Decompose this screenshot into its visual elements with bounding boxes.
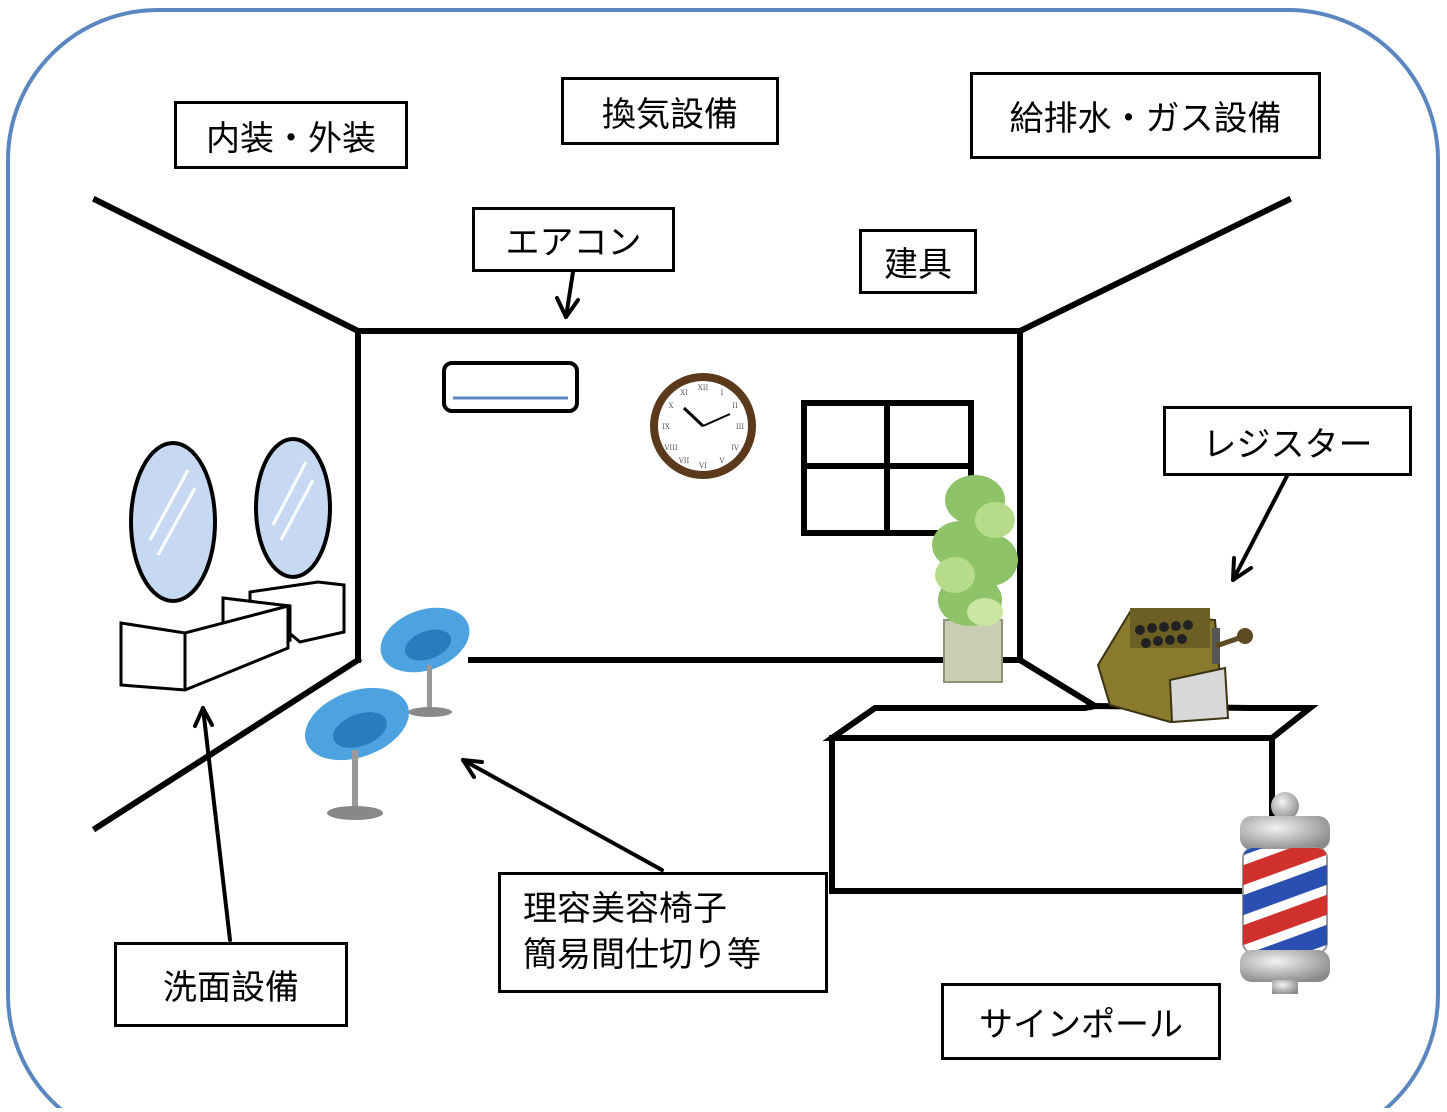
window-icon xyxy=(801,400,974,536)
svg-text:V: V xyxy=(718,457,725,465)
svg-text:XII: XII xyxy=(698,384,709,392)
label-aircon: エアコン xyxy=(472,207,675,272)
air-conditioner-icon xyxy=(442,361,579,413)
label-ventilation: 換気設備 xyxy=(561,77,779,145)
svg-text:IX: IX xyxy=(662,423,670,431)
svg-text:VIII: VIII xyxy=(663,444,678,452)
arrow-register xyxy=(1231,474,1289,582)
washbasin-icon xyxy=(119,580,346,692)
arrows xyxy=(193,270,1289,942)
outer-frame xyxy=(6,8,1440,1112)
arrow-chairs xyxy=(461,758,664,872)
plant-icon xyxy=(932,475,1018,683)
svg-text:VI: VI xyxy=(698,462,707,470)
arrow-aircon xyxy=(555,270,580,319)
label-register: レジスター xyxy=(1163,406,1412,476)
svg-text:III: III xyxy=(736,423,745,431)
svg-text:II: II xyxy=(732,402,738,410)
svg-text:I: I xyxy=(721,389,724,397)
barber-pole-icon xyxy=(1240,792,1330,994)
room-lines xyxy=(91,195,1293,833)
label-plumbing: 給排水・ガス設備 xyxy=(970,72,1321,159)
label-fittings: 建具 xyxy=(859,229,977,294)
label-sign-pole: サインポール xyxy=(941,983,1221,1060)
svg-text:VII: VII xyxy=(678,457,690,465)
cash-register-icon xyxy=(1096,608,1253,724)
arrow-washbasin xyxy=(193,706,232,942)
reception-counter xyxy=(822,702,1319,894)
label-interior: 内装・外装 xyxy=(174,101,408,169)
svg-text:X: X xyxy=(669,402,674,410)
label-chairs: 理容美容椅子 簡易間仕切り等 xyxy=(498,872,828,993)
svg-text:IV: IV xyxy=(731,444,740,452)
mirror-icon xyxy=(129,437,332,603)
label-washbasin: 洗面設備 xyxy=(114,942,348,1027)
chair-icon xyxy=(305,607,470,820)
svg-text:XI: XI xyxy=(680,389,688,397)
